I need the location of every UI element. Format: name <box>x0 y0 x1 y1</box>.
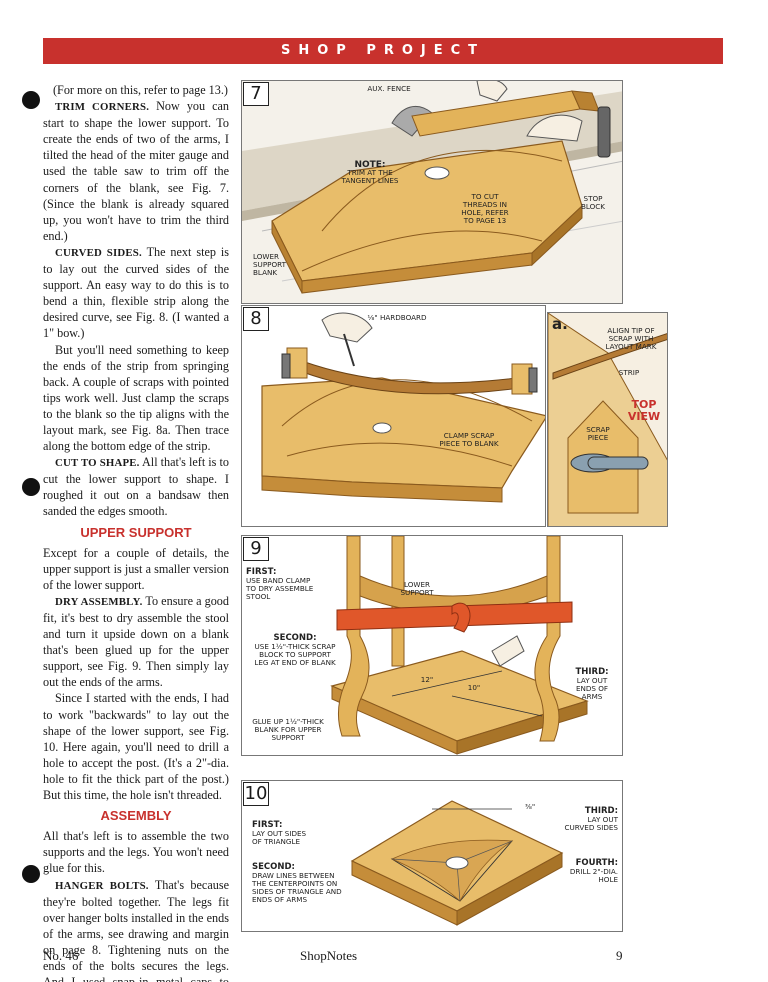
label-note: NOTE: TRIM AT THE TANGENT LINES <box>330 161 410 185</box>
footer-page-number: 9 <box>616 948 623 963</box>
paragraph-body: Now you can start to shape the lower sup… <box>43 99 230 243</box>
figure-number: 7 <box>243 82 269 106</box>
figure-letter: a. <box>552 315 568 333</box>
figure-number: 8 <box>243 307 269 331</box>
step-body: USE BAND CLAMP TO DRY ASSEMBLE STOOL <box>246 576 314 601</box>
step-body: DRILL 2"-DIA. HOLE <box>569 867 618 884</box>
label-lower-support-blank: LOWER SUPPORT BLANK <box>253 252 287 277</box>
step-body: LAY OUT CURVED SIDES <box>564 815 618 832</box>
label-threads: TO CUT THREADS IN HOLE, REFER TO PAGE 13 <box>461 192 509 225</box>
label-second: SECOND: USE 1½"-THICK SCRAP BLOCK TO SUP… <box>254 634 336 667</box>
step-heading: FIRST: <box>252 820 283 830</box>
figure-9: 9 FIRST: USE BAND CLAMP TO DRY ASSEMBLE … <box>241 535 623 756</box>
figure-8a: a. ALIGN TIP OF SCRAP WITH LAYOUT MARK S… <box>547 312 668 527</box>
step-heading: SECOND: <box>252 862 295 872</box>
step-body: LAY OUT ENDS OF ARMS <box>575 676 609 701</box>
step-body: USE 1½"-THICK SCRAP BLOCK TO SUPPORT LEG… <box>254 642 336 667</box>
label-scrap-piece: SCRAP PIECE <box>586 425 610 442</box>
paragraph: Except for a couple of details, the uppe… <box>43 545 229 592</box>
label-first: FIRST: LAY OUT SIDES OF TRIANGLE <box>252 821 312 846</box>
footer-issue: No. 46 <box>43 948 79 963</box>
step-heading: SECOND: <box>273 633 317 643</box>
dimension-label: 10" <box>467 683 481 692</box>
figure-number: 9 <box>243 537 269 561</box>
paragraph: (For more on this, refer to page 13.) <box>53 83 228 97</box>
step-heading: FOURTH: <box>575 858 618 868</box>
paragraph: Since I started with the ends, I had to … <box>43 691 229 803</box>
label-second: SECOND: DRAW LINES BETWEEN THE CENTERPOI… <box>252 863 342 904</box>
run-in-heading: TRIM CORNERS. <box>55 101 150 114</box>
label-lower-support: LOWER SUPPORT <box>400 580 434 597</box>
paragraph-body: The next step is to lay out the curved s… <box>43 244 229 341</box>
run-in-heading: HANGER BOLTS. <box>55 879 149 892</box>
label-hardboard: ⅛" HARDBOARD <box>367 313 427 322</box>
label-aux-fence: AUX. FENCE <box>367 84 411 93</box>
label-strip: STRIP <box>618 368 640 377</box>
article-text: (For more on this, refer to page 13.) TR… <box>43 82 229 982</box>
note-body: TRIM AT THE TANGENT LINES <box>341 168 399 185</box>
label-clamp-scrap: CLAMP SCRAP PIECE TO BLANK <box>439 431 499 448</box>
triangle-layout-illustration <box>242 781 622 931</box>
paragraph: TRIM CORNERS. Now you can start to shape… <box>43 98 229 244</box>
section-heading-upper-support: UPPER SUPPORT <box>80 524 192 540</box>
step-heading: THIRD: <box>584 806 618 816</box>
step-body: LAY OUT SIDES OF TRIANGLE <box>252 829 307 846</box>
dimension-label: ⅜" <box>524 802 536 811</box>
top-view-illustration <box>548 313 667 526</box>
figure-number: 10 <box>243 782 269 806</box>
margin-bullet <box>22 865 40 883</box>
run-in-heading: CURVED SIDES. <box>55 246 142 259</box>
paragraph-body: That's because they're bolted together. … <box>43 877 230 982</box>
margin-bullet <box>22 91 40 109</box>
paragraph: But you'll need something to keep the en… <box>43 342 229 454</box>
run-in-heading: CUT TO SHAPE. <box>55 457 140 470</box>
label-glue-up: GLUE UP 1½"-THICK BLANK FOR UPPER SUPPOR… <box>252 717 324 742</box>
figure-7: 7 AUX. FENCE NOTE: TRIM AT THE TANGENT L… <box>241 80 623 304</box>
step-heading: FIRST: <box>246 567 277 577</box>
paragraph: HANGER BOLTS. That's because they're bol… <box>43 877 229 982</box>
label-third: THIRD: LAY OUT CURVED SIDES <box>562 807 618 832</box>
dry-assembly-illustration <box>242 536 622 755</box>
figure-10: 10 ⅜" FIRST: LAY OUT SIDES OF TRIANGLE S… <box>241 780 623 932</box>
table-saw-illustration <box>242 81 622 303</box>
paragraph-body: To ensure a good fit, it's best to dry a… <box>43 593 229 690</box>
step-body: DRAW LINES BETWEEN THE CENTERPOINTS ON S… <box>252 871 342 904</box>
dimension-label: 12" <box>420 675 434 684</box>
paragraph-body: All that's left is to cut the lower supp… <box>43 455 229 519</box>
label-third: THIRD: LAY OUT ENDS OF ARMS <box>567 668 617 701</box>
section-heading-assembly: ASSEMBLY <box>100 808 172 824</box>
strip-layout-illustration <box>242 306 545 526</box>
run-in-heading: DRY ASSEMBLY. <box>55 595 143 608</box>
label-top-view: TOP VIEW <box>627 398 661 423</box>
paragraph: CUT TO SHAPE. All that's left is to cut … <box>43 454 229 519</box>
step-heading: THIRD: <box>575 667 609 677</box>
label-fourth: FOURTH: DRILL 2"-DIA. HOLE <box>562 859 618 884</box>
label-first: FIRST: USE BAND CLAMP TO DRY ASSEMBLE ST… <box>246 568 316 601</box>
label-stop-block: STOP BLOCK <box>580 194 606 211</box>
figure-8: 8 ⅛" HARDBOARD CLAMP SCRAP PIECE TO BLAN… <box>241 305 546 527</box>
label-align-tip: ALIGN TIP OF SCRAP WITH LAYOUT MARK <box>605 326 657 351</box>
paragraph: DRY ASSEMBLY. To ensure a good fit, it's… <box>43 593 229 691</box>
section-banner: SHOP PROJECT <box>43 38 723 64</box>
note-heading: NOTE: <box>354 160 386 170</box>
paragraph: All that's left is to assemble the two s… <box>43 829 229 876</box>
margin-bullet <box>22 478 40 496</box>
paragraph: CURVED SIDES. The next step is to lay ou… <box>43 244 229 342</box>
footer-publication: ShopNotes <box>300 948 358 963</box>
